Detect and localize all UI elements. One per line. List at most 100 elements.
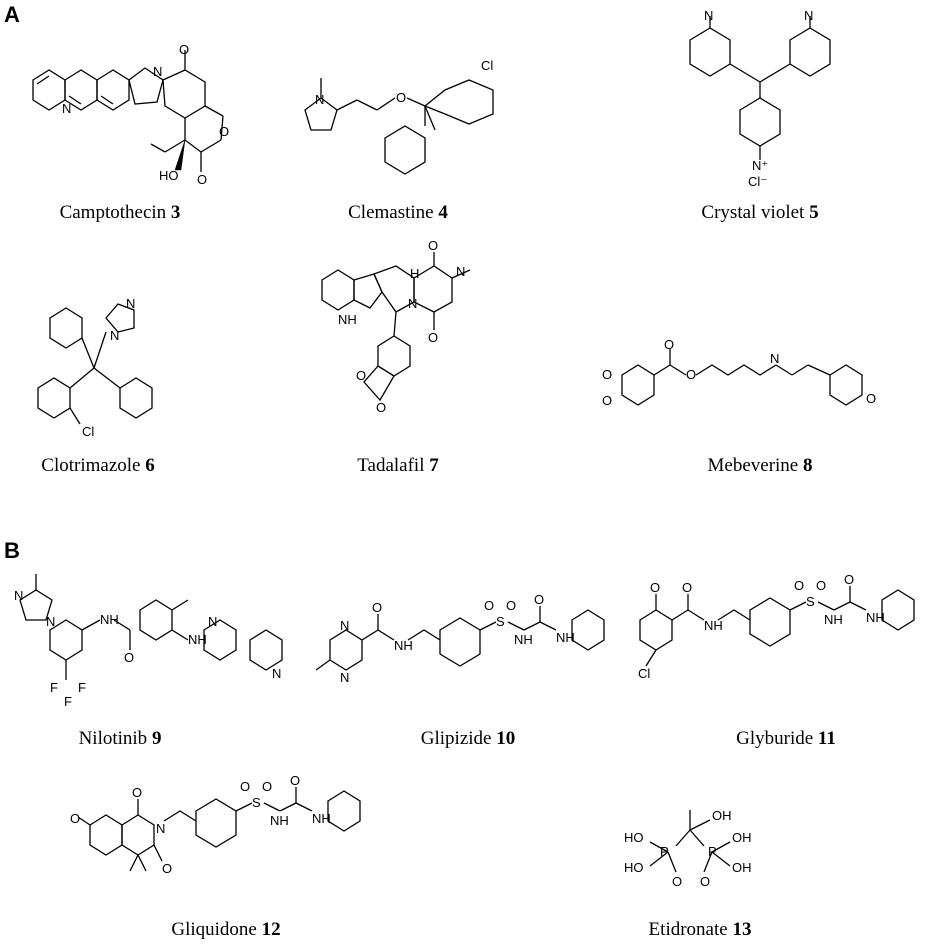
structure-gliquidone: O O N O S O O NH O NH (70, 773, 361, 876)
svg-text:Cl: Cl (481, 58, 493, 73)
svg-text:O: O (396, 90, 406, 105)
svg-text:O: O (534, 592, 544, 607)
structure-clemastine: N O Cl (304, 58, 494, 175)
svg-text:F: F (50, 680, 58, 695)
svg-text:N: N (704, 8, 713, 23)
structure-crystal-violet: N N N⁺ Cl⁻ (689, 8, 831, 189)
caption-glyburide: Glyburide 11 (736, 728, 836, 749)
svg-text:O: O (428, 238, 438, 253)
svg-text:N: N (272, 666, 281, 681)
structure-camptothecin: N N O O O HO (32, 42, 229, 187)
svg-text:H: H (410, 266, 419, 281)
svg-text:O: O (650, 580, 660, 595)
svg-text:N: N (340, 618, 349, 633)
caption-nilotinib: Nilotinib 9 (78, 728, 162, 749)
svg-text:N: N (315, 92, 324, 107)
caption-etidronate: Etidronate 13 (648, 919, 752, 940)
structure-tadalafil: NH N N O O H O O (321, 238, 471, 415)
svg-text:O: O (290, 773, 300, 788)
svg-text:F: F (78, 680, 86, 695)
svg-text:O: O (132, 785, 142, 800)
svg-text:NH: NH (188, 632, 207, 647)
svg-text:Cl: Cl (638, 666, 650, 681)
caption-mebeverine: Mebeverine 8 (707, 455, 813, 476)
svg-text:N: N (770, 351, 779, 366)
svg-text:O: O (124, 650, 134, 665)
svg-text:NH: NH (514, 632, 533, 647)
svg-text:P: P (660, 844, 669, 859)
svg-text:N: N (456, 264, 465, 279)
svg-text:N: N (408, 296, 417, 311)
structure-mebeverine: O O O O N O (602, 337, 876, 408)
svg-text:O: O (816, 578, 826, 593)
svg-text:Cl: Cl (82, 424, 94, 439)
svg-text:NH: NH (312, 811, 331, 826)
svg-text:O: O (376, 400, 386, 415)
svg-text:HO: HO (159, 168, 179, 183)
svg-text:N: N (208, 614, 217, 629)
svg-text:N⁺: N⁺ (752, 158, 768, 173)
caption-crystal-violet: Crystal violet 5 (701, 202, 819, 223)
svg-text:S: S (496, 614, 505, 629)
svg-text:O: O (672, 874, 682, 889)
panel-letter-b: B (4, 538, 20, 563)
svg-text:NH: NH (100, 612, 119, 627)
caption-glipizide: Glipizide 10 (420, 728, 516, 749)
svg-text:O: O (506, 598, 516, 613)
structure-clotrimazole: N N Cl (37, 296, 153, 439)
svg-text:N: N (340, 670, 349, 685)
svg-text:O: O (70, 811, 80, 826)
svg-text:O: O (700, 874, 710, 889)
svg-text:HO: HO (624, 830, 644, 845)
svg-text:O: O (428, 330, 438, 345)
svg-text:HO: HO (624, 860, 644, 875)
svg-text:O: O (219, 124, 229, 139)
svg-text:N: N (110, 328, 119, 343)
svg-text:NH: NH (270, 813, 289, 828)
svg-text:N: N (153, 64, 162, 79)
svg-text:O: O (240, 779, 250, 794)
svg-text:N: N (62, 101, 71, 116)
structure-nilotinib: N N NH O NH N N F F F (14, 574, 283, 709)
panel-letter-a: A (4, 2, 20, 27)
svg-text:NH: NH (824, 612, 843, 627)
caption-clemastine: Clemastine 4 (348, 202, 448, 223)
svg-text:O: O (602, 393, 612, 408)
svg-text:OH: OH (712, 808, 732, 823)
svg-text:O: O (866, 391, 876, 406)
caption-camptothecin: Camptothecin 3 (59, 202, 181, 223)
svg-text:O: O (162, 861, 172, 876)
svg-text:F: F (64, 694, 72, 709)
svg-text:NH: NH (866, 610, 885, 625)
structure-glipizide: N N O NH S O O NH O NH (315, 592, 605, 685)
svg-text:O: O (794, 578, 804, 593)
svg-text:S: S (252, 795, 261, 810)
svg-text:N: N (156, 821, 165, 836)
svg-text:O: O (686, 367, 696, 382)
svg-text:O: O (356, 368, 366, 383)
svg-text:NH: NH (704, 618, 723, 633)
svg-text:O: O (179, 42, 189, 57)
svg-text:Cl⁻: Cl⁻ (748, 174, 767, 189)
svg-text:N: N (126, 296, 135, 311)
svg-text:O: O (682, 580, 692, 595)
svg-text:O: O (484, 598, 494, 613)
svg-text:P: P (708, 844, 717, 859)
svg-text:N: N (804, 8, 813, 23)
svg-text:O: O (262, 779, 272, 794)
svg-text:N: N (14, 588, 23, 603)
svg-text:O: O (844, 572, 854, 587)
svg-text:S: S (806, 594, 815, 609)
svg-text:O: O (602, 367, 612, 382)
caption-clotrimazole: Clotrimazole 6 (41, 455, 155, 476)
caption-gliquidone: Gliquidone 12 (171, 919, 281, 940)
svg-text:NH: NH (556, 630, 575, 645)
structure-glyburide: O Cl O NH S O O NH O NH (638, 572, 915, 681)
svg-text:O: O (197, 172, 207, 187)
caption-tadalafil: Tadalafil 7 (357, 455, 439, 476)
svg-text:OH: OH (732, 830, 752, 845)
svg-text:O: O (664, 337, 674, 352)
svg-text:NH: NH (338, 312, 357, 327)
svg-text:OH: OH (732, 860, 752, 875)
svg-text:NH: NH (394, 638, 413, 653)
